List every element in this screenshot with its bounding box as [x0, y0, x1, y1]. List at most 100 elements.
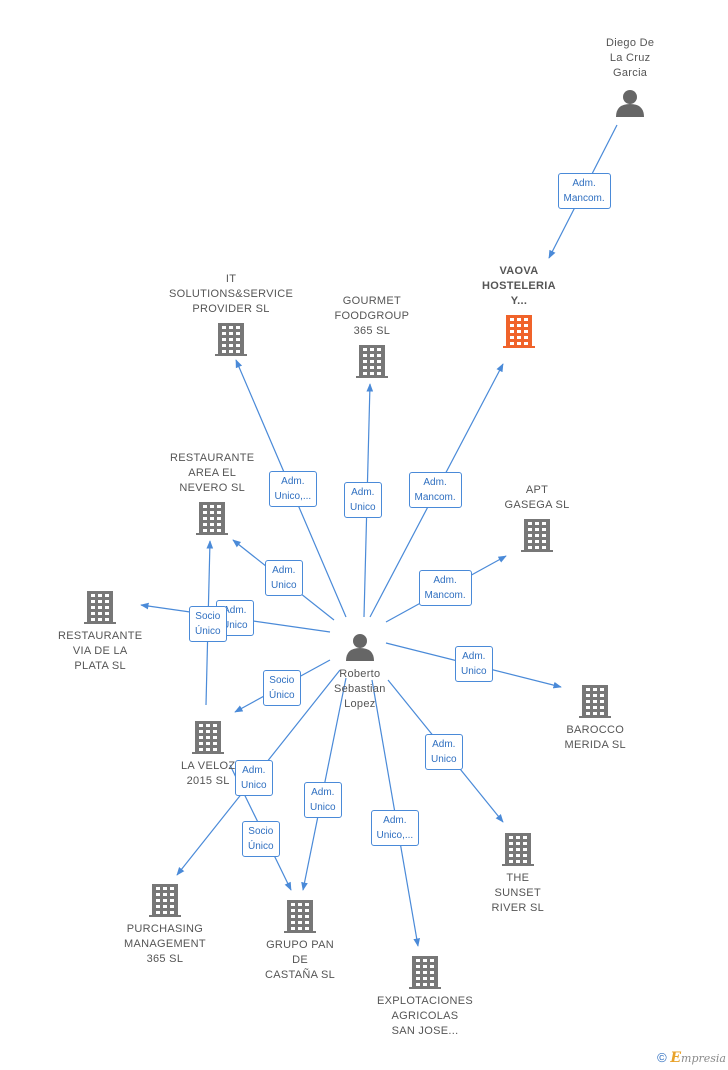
node-label-line: SAN JOSE... [391, 1025, 459, 1037]
edge-label-line: Mancom. [563, 193, 605, 204]
building-icon-apt[interactable] [521, 519, 553, 552]
node-label-line: AREA EL [188, 467, 237, 479]
edge-label-line: Unico,... [274, 491, 312, 502]
edge-label-line: Adm. [432, 739, 456, 750]
node-label-line: GOURMET [342, 295, 402, 307]
node-label-line: Lopez [344, 698, 376, 710]
edge-label-line: Adm. [281, 476, 305, 487]
node-label-line: Diego De [606, 37, 655, 49]
edge-label-line: Adm. [311, 787, 335, 798]
edge-label-roberto-apt[interactable]: Adm. Mancom. [418, 570, 472, 606]
node-label-line: PURCHASING [126, 923, 204, 935]
edge-label-roberto-barocco[interactable]: Adm.Unico [455, 646, 493, 682]
node-label-barocco[interactable]: BAROCCO MERIDA SL [565, 723, 626, 753]
edge-label-line: Unico [431, 754, 457, 765]
node-label-line: 2015 SL [186, 775, 230, 787]
node-label-line: Sebastian [334, 683, 386, 695]
building-icon-gourmet[interactable] [356, 345, 388, 378]
node-label-line: La Cruz [609, 52, 651, 64]
node-label-line: NEVERO SL [179, 482, 246, 494]
node-label-line: Garcia [613, 67, 648, 79]
edge-label-line: Adm. [423, 477, 447, 488]
person-icon-diego[interactable] [616, 90, 644, 117]
edge-label-roberto-gourmet[interactable]: Adm.Unico [344, 482, 382, 518]
empresia-logo: Empresia [670, 1050, 726, 1066]
edge-label-roberto-purchasing[interactable]: Adm.Unico [235, 760, 273, 796]
building-icon-veloz[interactable] [192, 721, 224, 754]
node-label-line: IT [225, 273, 237, 285]
node-label-line: BAROCCO [566, 724, 625, 736]
node-label-line: SUNSET [494, 887, 541, 899]
footer-brand: © Empresia [657, 1050, 726, 1066]
edge-label-line: Adm. [223, 605, 247, 616]
node-label-line: EXPLOTACIONES [377, 995, 473, 1007]
edge-label-line: Adm. [572, 178, 596, 189]
building-icon-vaova[interactable] [503, 315, 535, 348]
building-icon-via[interactable] [84, 591, 116, 624]
node-label-line: THE [506, 872, 530, 884]
node-label-line: CASTAÑA SL [265, 969, 336, 981]
edge-label-roberto-explot[interactable]: Adm. Unico,... [370, 810, 420, 846]
node-label-line: GASEGA SL [504, 499, 570, 511]
node-label-line: Roberto [339, 668, 381, 680]
building-icon-grupo[interactable] [284, 900, 316, 933]
edge-label-line: Adm. [242, 765, 266, 776]
edge-label-line: Socio [248, 826, 274, 837]
node-label-line: VIA DE LA [72, 645, 128, 657]
node-label-line: PROVIDER SL [192, 303, 270, 315]
building-icon-barocco[interactable] [579, 685, 611, 718]
edge-label-line: Unico [271, 580, 297, 591]
edge-label-line: Unico,... [376, 830, 414, 841]
node-label-line: VAOVA [499, 265, 539, 277]
edge-label-line: Único [195, 626, 221, 637]
building-icon-it[interactable] [215, 323, 247, 356]
building-icon-area[interactable] [196, 502, 228, 535]
copyright-icon: © [657, 1050, 667, 1065]
edge-label-line: Socio [195, 611, 221, 622]
node-label-grupo[interactable]: GRUPO PAN DE CASTAÑA SL [265, 938, 335, 983]
building-icon-sunset[interactable] [502, 833, 534, 866]
node-label-line: RESTAURANTE [170, 452, 255, 464]
edge-label-line: Único [269, 690, 295, 701]
node-label-line: MERIDA SL [564, 739, 626, 751]
node-label-line: 365 SL [146, 953, 184, 965]
node-label-line: FOODGROUP [334, 310, 410, 322]
edge-label-roberto-grupo[interactable]: Adm. Unico [304, 782, 342, 818]
edge-label-roberto-it[interactable]: Adm. Unico,... [268, 471, 318, 507]
building-icon-purchasing[interactable] [149, 884, 181, 917]
edge-label-line: Unico [222, 620, 248, 631]
edge-label-diego-vaova[interactable]: Adm. Mancom. [557, 173, 611, 209]
edge-label-line: Adm. [383, 815, 407, 826]
edge-label-roberto-vaova[interactable]: Adm. Mancom. [408, 472, 462, 508]
edge-label-line: Mancom. [424, 590, 466, 601]
node-label-line: DE [292, 954, 308, 966]
node-label-line: GRUPO PAN [266, 939, 334, 951]
edge-label-line: Adm. [462, 651, 486, 662]
node-label-explot[interactable]: EXPLOTACIONES AGRICOLAS SAN JOSE... [377, 994, 473, 1039]
edge-label-line: Socio [269, 675, 295, 686]
person-icon-roberto[interactable] [346, 634, 374, 661]
edge-label-line: Unico [350, 502, 376, 513]
node-label-line: AGRICOLAS [391, 1010, 459, 1022]
edge-label-line: Adm. [433, 575, 457, 586]
edge-label-line: Mancom. [414, 492, 456, 503]
building-icon-explot[interactable] [409, 956, 441, 989]
node-label-area[interactable]: RESTAURANTE AREA EL NEVERO SL [170, 451, 254, 496]
edge-label-roberto-area[interactable]: Adm.Unico [265, 560, 303, 596]
edge-label-roberto-sunset[interactable]: Adm. Unico [425, 734, 463, 770]
edge-label-line: Unico [310, 802, 336, 813]
